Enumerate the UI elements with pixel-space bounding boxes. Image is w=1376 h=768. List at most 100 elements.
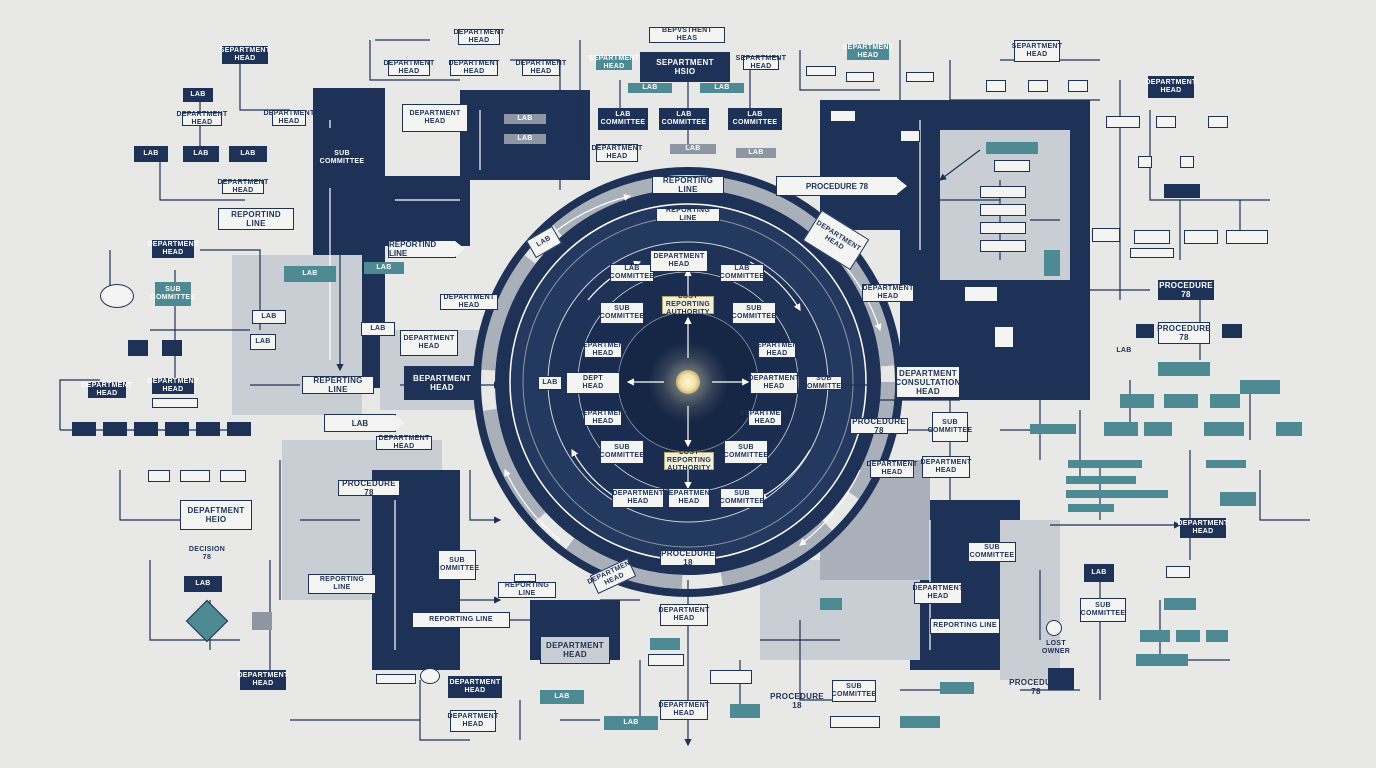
- right-box-3: [964, 286, 998, 302]
- left-dept-mid: DEPARTMENT HEAD: [147, 240, 199, 258]
- left-oval-small: [420, 668, 440, 684]
- left-dark-8: LAB: [184, 576, 222, 592]
- right-note-box: DEPARTMENT HEAD: [862, 284, 914, 302]
- inner-box-w1: DEPARTMENT HEAD: [577, 342, 629, 358]
- fr-teal-15: [1206, 460, 1246, 468]
- fr-teal-20: [1206, 630, 1228, 642]
- inner-box-ne2: SUB COMMITTEE: [732, 302, 776, 324]
- left-small-1: LAB: [183, 88, 213, 102]
- tr-light-14: [1092, 228, 1120, 242]
- tr-light-11: [1208, 116, 1228, 128]
- far-right-top-dept: SEPARTMENT HEAD: [1012, 40, 1062, 62]
- left-row-2: [103, 422, 127, 436]
- light-center-1: [648, 654, 684, 666]
- left-dark-4: [128, 340, 148, 356]
- reporting-line-left: REPORTIND LINE: [218, 208, 294, 230]
- left-column-block: SUB COMMITTEE: [320, 128, 364, 188]
- light-box-top-right: SEPARTMENT HEAD: [735, 55, 787, 70]
- left-row-1: [72, 422, 96, 436]
- tr-light-10: [1156, 116, 1176, 128]
- inner-left-small: LAB: [538, 376, 562, 390]
- fr-teal-5: [1210, 394, 1240, 408]
- teal-strip-b: LAB: [700, 83, 744, 93]
- tr-light-8: [1068, 80, 1088, 92]
- left-box-5: LAB: [250, 334, 276, 350]
- tr-light-16: [1184, 230, 1218, 244]
- tr-light-9: [1106, 116, 1140, 128]
- ring-reporting-line: REPORTING LINE: [652, 176, 724, 194]
- left-row-5: [196, 422, 220, 436]
- reporting-line-box-left: REPORTING LINE: [308, 574, 376, 594]
- tr-light-12: [1138, 156, 1152, 168]
- procedure-ring-bottom: PROCEDURE 18: [660, 549, 716, 567]
- light-low-1: [830, 716, 880, 728]
- committee-b: LAB COMMITTEE: [659, 108, 709, 130]
- inner-box-e1: DEPARTMENT HEAD: [751, 342, 803, 358]
- box-upper-small: DEPARTMENT HEAD: [591, 144, 643, 162]
- dept-head-left: DEPARTMENT HEAD: [400, 330, 458, 356]
- dept-box-bottom-2: DEPARTMENT HEAD: [447, 710, 498, 732]
- committee-c: LAB COMMITTEE: [728, 108, 782, 130]
- left-box-10: [148, 470, 170, 482]
- dept-head-top: BEPVSTHENT HEAS: [649, 27, 725, 43]
- fr-teal-16: [1220, 492, 1256, 506]
- reporting-line-bottom-box: REPORTING LINE: [498, 582, 556, 598]
- far-left-top-dept: SEPARTMENT HEAD: [219, 46, 271, 64]
- rb-teal-2: [1044, 250, 1060, 276]
- rb-light-1: [994, 160, 1030, 172]
- inner-box-nw2: SUB COMMITTEE: [600, 302, 644, 324]
- left-strip-8: [152, 398, 198, 408]
- teal-bottom-1: LAB: [540, 690, 584, 704]
- center-bottom-2: DEPARTMENT HEAD: [658, 700, 709, 720]
- left-teal-strip: LAB: [284, 266, 336, 282]
- fr-dark-dept: DEPARTMENT HEAD: [1177, 518, 1228, 538]
- left-box-3: DEPARTMENT HEAD: [217, 179, 269, 194]
- dept-box-upper: DEPARTMENT HEAD: [402, 104, 468, 132]
- core-node: [676, 370, 700, 394]
- ring-reporting-line-sub: REPORTING LINE: [656, 207, 720, 222]
- teal-right-small: [820, 598, 842, 610]
- left-dark-bottom: DEPARTMENT HEAD: [237, 670, 288, 690]
- left-row-6: [227, 422, 251, 436]
- teal-strip-left-mid: LAB: [364, 262, 404, 274]
- dept-box-bottom: DEPARTMENT HEAD: [448, 676, 502, 698]
- tr-teal-1: SEPARTMENT HEAD: [842, 44, 894, 60]
- center-bottom-3: [710, 670, 752, 684]
- inner-nw-committee: LAB COMMITTEE: [609, 264, 655, 282]
- dept-head-right-low: DEPARTMENT HEAD: [912, 582, 963, 604]
- left-dark-3: LAB: [229, 146, 267, 162]
- box-top-1: DEPARTMENT HEAD: [453, 29, 505, 45]
- teal-right-bottom: [940, 682, 974, 694]
- grey-strip-1: LAB: [504, 114, 546, 124]
- right-box-2: DEPARTMENT HEAD: [920, 456, 971, 478]
- rb-light-3: [980, 204, 1026, 216]
- dept-head-right: DEPARTMENT CONSULTATION HEAD: [895, 366, 960, 398]
- left-box-11: [180, 470, 210, 482]
- left-teal-committee: SUB COMMITTEE: [151, 282, 195, 306]
- fr-teal-14: [1068, 504, 1114, 512]
- left-dark-1: LAB: [134, 146, 168, 162]
- tr-light-13: [1180, 156, 1194, 168]
- left-dark-2: LAB: [183, 146, 219, 162]
- sub-committee-right: SUB COMMITTEE: [928, 412, 972, 442]
- tr-light-3: [906, 72, 934, 82]
- left-oval: [100, 284, 134, 308]
- inner-right-dept: DEPARTMENT HEAD: [748, 372, 799, 394]
- fr-teal-17: [1164, 598, 1196, 610]
- rb-light-2: [980, 186, 1026, 198]
- reporting-line-low: REPERTING LINE: [302, 376, 374, 394]
- left-box-1: DEPARTMENT HEAD: [176, 111, 228, 126]
- right-box-4: [994, 326, 1014, 348]
- fr-teal-9: [1276, 422, 1302, 436]
- arrow-left-mid: LAB: [324, 414, 405, 432]
- tr-light-2: [846, 72, 874, 82]
- procedure-left: PROCEDURE 78: [338, 479, 400, 497]
- rb-light-4: [980, 222, 1026, 234]
- inner-se-committee: SUB COMMITTEE: [724, 440, 768, 464]
- core-top-note: LOST REPORTING AUTHORITY: [662, 293, 714, 316]
- procedure-small-bottom: PROCEDURE 78: [1009, 678, 1063, 696]
- core-bottom-note: LOST REPORTING AUTHORITY: [664, 449, 714, 472]
- right-box-1: DEPARTMENT HEAD: [866, 460, 918, 478]
- center-bottom-dept: DEPARTMENT HEAD: [658, 604, 709, 626]
